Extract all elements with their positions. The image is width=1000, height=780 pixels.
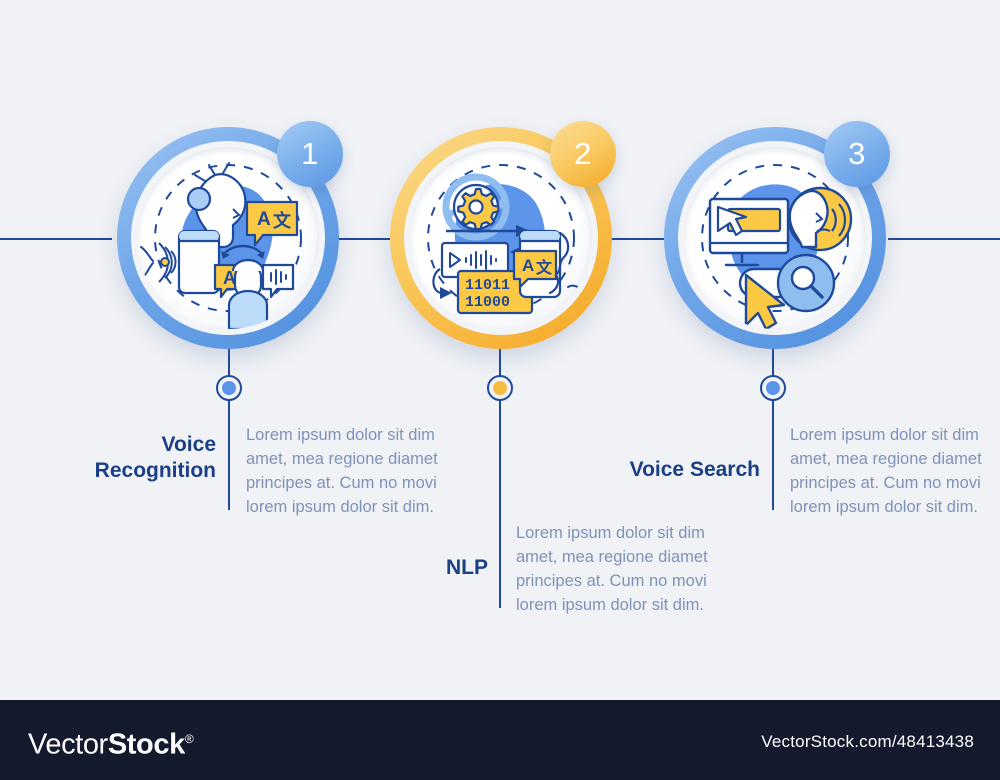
svg-text:A: A	[223, 268, 236, 288]
step-node-dot-fill-1	[222, 381, 236, 395]
logo-text-vector: Vector	[28, 728, 108, 761]
step-node-dot-fill-2	[493, 381, 507, 395]
svg-text:文: 文	[273, 210, 292, 231]
step-body-2: Lorem ipsum dolor sit dim amet, mea regi…	[516, 524, 708, 614]
connector-line-left	[0, 238, 112, 240]
step-number-3: 3	[848, 136, 866, 171]
step-body-1: Lorem ipsum dolor sit dim amet, mea regi…	[246, 426, 438, 516]
step-node-dot-fill-3	[766, 381, 780, 395]
drop-line-2-top	[499, 340, 501, 388]
watermark-footer: VectorStock® VectorStock.com/48413438	[0, 700, 1000, 780]
text-rule-2	[499, 512, 501, 608]
voice-recognition-icon: A 文 A	[140, 162, 302, 329]
step-title-2-line1: NLP	[446, 556, 488, 579]
watermark-url: VectorStock.com/48413438	[761, 732, 974, 751]
step-number-2: 2	[574, 136, 592, 171]
step-title-1-line1: Voice	[161, 433, 216, 456]
drop-line-2-bottom	[499, 400, 501, 608]
step-number-badge-3: 3	[824, 121, 890, 187]
step-circle-2[interactable]: 11011 11000 A 文 2	[390, 121, 616, 349]
step-node-dot-2[interactable]	[487, 375, 513, 401]
svg-text:11011: 11011	[465, 277, 510, 294]
svg-text:11000: 11000	[465, 294, 510, 311]
svg-text:A: A	[257, 209, 271, 230]
vectorstock-logo: VectorStock®	[28, 722, 194, 762]
voice-search-icon	[701, 164, 853, 329]
text-rule-3	[772, 414, 774, 510]
step-title-3: Voice Search	[566, 457, 760, 483]
connector-line-1-2	[333, 238, 391, 240]
drop-line-1-top	[228, 340, 230, 388]
step-body-3: Lorem ipsum dolor sit dim amet, mea regi…	[790, 426, 982, 516]
step-title-3-line1: Voice Search	[629, 458, 760, 481]
logo-text-stock: Stock	[107, 728, 185, 761]
connector-line-2-3	[610, 238, 665, 240]
step-title-1: Voice Recognition	[48, 432, 216, 484]
step-number-badge-2: 2	[550, 121, 616, 187]
step-title-1-line2: Recognition	[94, 459, 216, 482]
step-number-1: 1	[301, 136, 319, 171]
svg-text:A: A	[522, 256, 534, 275]
nlp-processing-icon: 11011 11000 A 文	[427, 164, 583, 315]
step-title-2: NLP	[330, 555, 488, 581]
connector-line-right	[888, 238, 1000, 240]
text-rule-1	[228, 414, 230, 510]
step-node-dot-1[interactable]	[216, 375, 242, 401]
drop-line-3-top	[772, 340, 774, 388]
step-circle-3[interactable]: 3	[664, 121, 890, 349]
step-number-badge-1: 1	[277, 121, 343, 187]
svg-text:文: 文	[536, 258, 553, 277]
step-illustration-2: 11011 11000 A 文	[410, 147, 592, 329]
registered-mark-icon: ®	[184, 732, 194, 746]
step-node-dot-3[interactable]	[760, 375, 786, 401]
step-circle-1[interactable]: A 文 A	[117, 121, 343, 349]
